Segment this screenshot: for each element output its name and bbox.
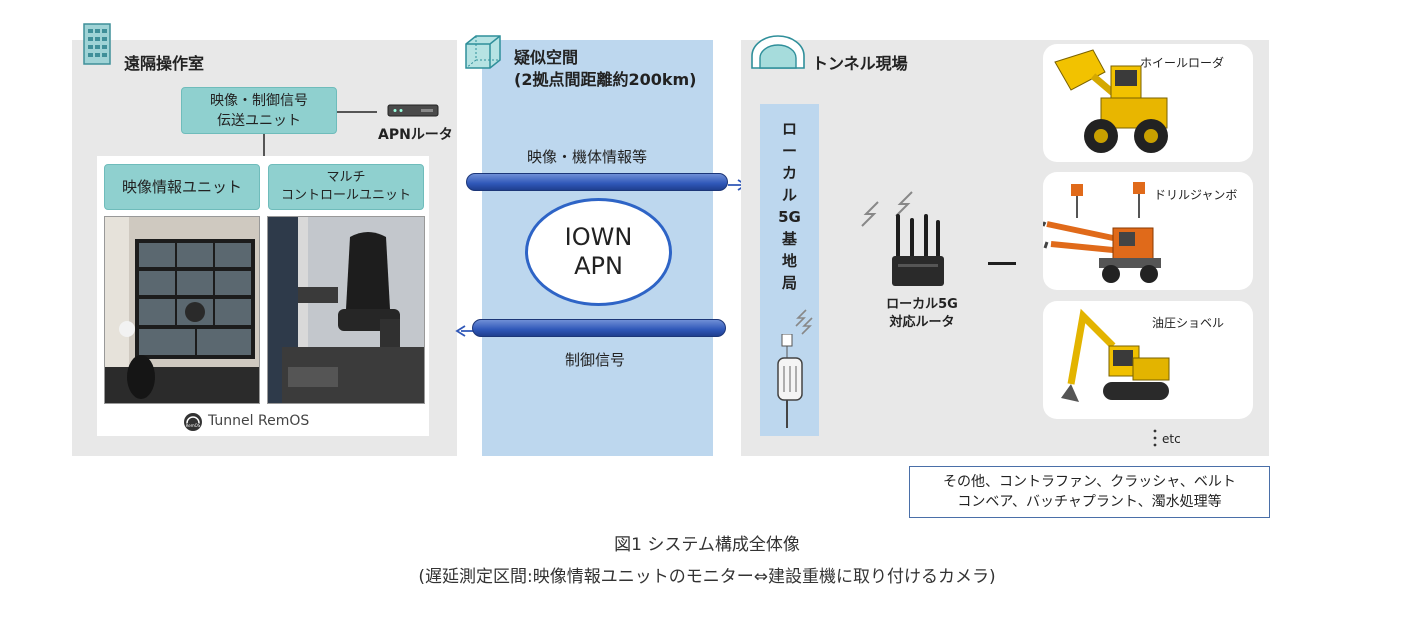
iown-apn-label: IOWN APN xyxy=(564,223,633,280)
tunnel-icon xyxy=(750,34,806,70)
connector-line-router xyxy=(337,111,377,113)
base-station-antenna-icon xyxy=(774,333,808,430)
multi-control-unit-box: マルチ コントロールユニット xyxy=(268,164,424,210)
video-info-unit-box: 映像情報ユニット xyxy=(104,164,260,210)
downstream-pipe xyxy=(472,319,726,337)
figure-caption-title: 図1 システム構成全体像 xyxy=(614,535,800,555)
wheel-loader-icon xyxy=(1053,46,1171,158)
pseudo-space-distance: (2拠点間距離約200km) xyxy=(514,70,697,89)
router-icon xyxy=(387,103,439,119)
local-5g-router-icon xyxy=(888,214,948,290)
tunnel-remos-brand: Tunnel RemOS xyxy=(208,413,310,429)
iown-apn-ellipse: IOWN APN xyxy=(525,198,672,306)
apn-router-label: APNルータ xyxy=(378,127,453,143)
local-5g-router-label: ローカル5G 対応ルータ xyxy=(886,297,958,330)
building-icon xyxy=(82,20,112,66)
etc-label: etc xyxy=(1162,432,1181,446)
tunnel-site-title: トンネル現場 xyxy=(812,54,908,73)
base-station-label: ロ ー カ ル 5G 基 地 局 xyxy=(778,120,801,292)
remote-room-title: 遠隔操作室 xyxy=(124,54,205,73)
remos-logo-icon: RemOS xyxy=(183,412,203,432)
control-cockpit-photo xyxy=(267,216,425,404)
signal-bolt-icon xyxy=(790,308,814,338)
vertical-ellipsis-icon xyxy=(1153,428,1157,448)
monitor-room-photo xyxy=(104,216,260,404)
machine-label-drill-jumbo: ドリルジャンボ xyxy=(1154,188,1238,202)
machine-label-wheel-loader: ホイールローダ xyxy=(1140,56,1225,70)
figure-caption-subtitle: (遅延測定区間:映像情報ユニットのモニター⇔建設重機に取り付けるカメラ) xyxy=(418,567,996,587)
drill-jumbo-icon xyxy=(1041,178,1163,286)
hydraulic-excavator-icon xyxy=(1053,306,1173,414)
upstream-label: 映像・機体情報等 xyxy=(527,148,648,166)
upstream-pipe xyxy=(466,173,728,191)
other-equipment-text: その他、コントラファン、クラッシャ、ベルト コンベア、バッチャプラント、濁水処理… xyxy=(943,474,1236,510)
machine-label-hydraulic-excavator: 油圧ショベル xyxy=(1152,316,1225,330)
downstream-label: 制御信号 xyxy=(565,351,626,369)
cube-icon xyxy=(462,32,504,74)
wireless-signal-icon xyxy=(842,190,928,230)
other-equipment-box xyxy=(909,466,1270,518)
pseudo-space-title: 疑似空間 xyxy=(514,48,579,67)
connector-line-vertical xyxy=(263,134,265,156)
transmission-unit-box: 映像・制御信号 伝送ユニット xyxy=(181,87,337,134)
router-to-machines-line xyxy=(988,262,1016,265)
svg-text:RemOS: RemOS xyxy=(186,423,201,428)
